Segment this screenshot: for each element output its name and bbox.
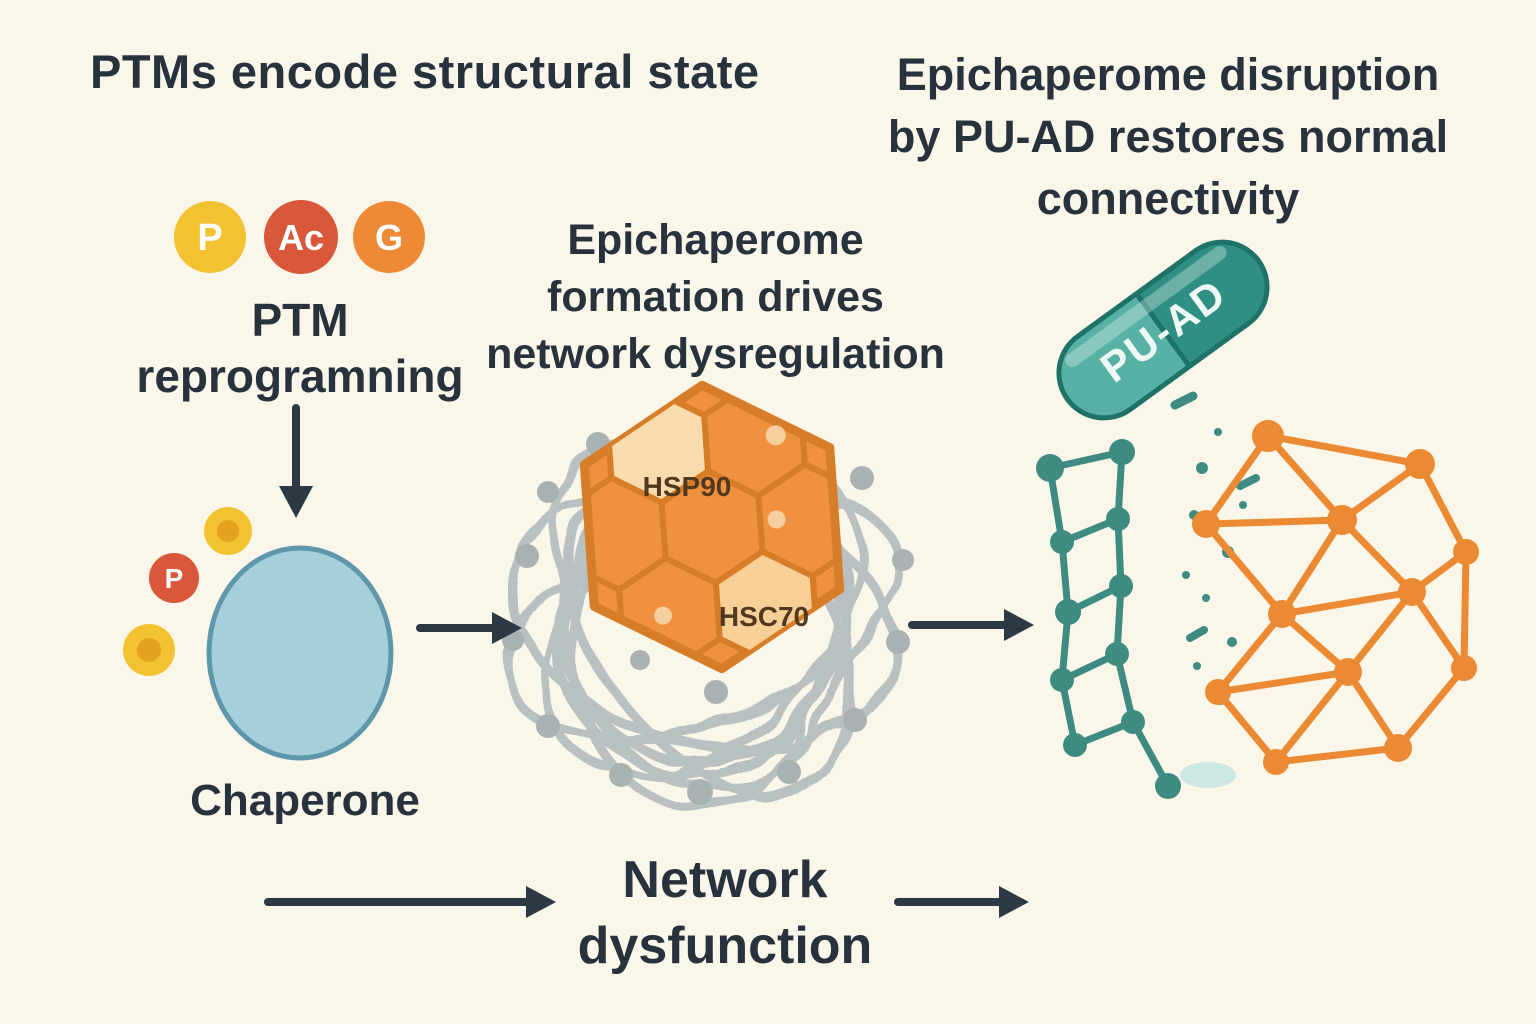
node [1050, 530, 1074, 554]
node [892, 549, 914, 571]
node [1121, 710, 1145, 734]
network-dysfunction-line2: dysfunction [577, 916, 873, 975]
hexagon-dot [654, 606, 673, 625]
phospho-badge-label: P [197, 217, 222, 259]
node [687, 779, 713, 805]
ptm-badges: P Ac G [174, 200, 425, 274]
node [1155, 773, 1181, 799]
node [1327, 505, 1357, 535]
node [609, 763, 633, 787]
node [1405, 449, 1435, 479]
debris-dot [1214, 428, 1222, 436]
chaperone-ellipse [206, 545, 394, 761]
node [1192, 510, 1220, 538]
node [1205, 679, 1231, 705]
node [1334, 658, 1362, 686]
node [1036, 454, 1064, 482]
node [1398, 578, 1426, 606]
arrow-chaperone-head [492, 612, 522, 644]
hexagon-dot [765, 425, 786, 446]
debris-dot [1227, 637, 1237, 647]
debris-dash [1236, 474, 1260, 490]
node [1268, 600, 1296, 628]
node [1106, 507, 1130, 531]
ptm-dot-phospho [149, 553, 199, 603]
teal-network [1036, 439, 1181, 799]
arrow-bottom-left-head [526, 886, 556, 918]
debris-dot [1202, 594, 1210, 602]
node [843, 708, 867, 732]
node [777, 760, 801, 784]
epichaperome-caption: Epichaperome formation drives network dy… [478, 212, 953, 384]
honeycomb-cell [809, 541, 845, 660]
node [1453, 539, 1479, 565]
pu-ad-pill: PU-AD [1056, 239, 1270, 421]
heading-left: PTMs encode structural state [90, 45, 760, 98]
arrow-down-head [279, 486, 313, 518]
debris-dash [1186, 626, 1208, 642]
node [886, 630, 910, 654]
honeycomb-cell [579, 561, 627, 678]
node [1252, 420, 1284, 452]
heading-right-line2: by PU-AD restores normal [887, 111, 1449, 163]
hexagon-dot [767, 510, 786, 529]
flow-arrows [264, 404, 1034, 918]
pill-seam [1134, 292, 1192, 368]
heading-right: Epichaperome disruption by PU-AD restore… [862, 44, 1474, 230]
epichaperome-caption-line2: formation drives [547, 273, 884, 322]
arrow-bottom-right-head [999, 886, 1029, 918]
chaperone-label: Chaperone [190, 776, 420, 825]
teal-network-nodes [1036, 439, 1181, 799]
debris-dot [1193, 662, 1201, 670]
teal-network-edges [1046, 448, 1172, 790]
debris-dot [1239, 501, 1247, 509]
ptm-dot-yellow-core [217, 520, 239, 542]
node [1451, 655, 1477, 681]
node [537, 481, 559, 503]
node [1055, 599, 1081, 625]
node [1050, 668, 1074, 692]
node [1109, 574, 1133, 598]
epichaperome-caption-line3: network dysregulation [486, 330, 945, 379]
node [1384, 734, 1412, 762]
orange-network-nodes [1192, 420, 1479, 775]
orange-network [1192, 420, 1479, 775]
glyco-badge-label: G [375, 217, 403, 258]
heading-right-line3: connectivity [1036, 173, 1300, 225]
node [630, 650, 650, 670]
orange-network-edges [1202, 432, 1470, 766]
debris-dash [1170, 391, 1198, 410]
epichaperome-caption-line1: Epichaperome [567, 216, 864, 264]
node [1263, 749, 1289, 775]
node [1105, 642, 1129, 666]
hexagon-body [579, 380, 845, 674]
arrow-mid-right-head [1004, 609, 1034, 641]
ptm-caption: PTM reprogramning [110, 292, 490, 404]
ptm-caption-line1: PTM [251, 294, 349, 346]
node [1063, 733, 1087, 757]
acetyl-badge [264, 200, 338, 274]
glyco-badge [353, 201, 425, 273]
acetyl-badge-label: Ac [278, 217, 324, 258]
debris-dot [1182, 571, 1190, 579]
hsp90-label: HSP90 [643, 471, 732, 502]
phospho-badge [174, 201, 246, 273]
pill-highlight [1065, 246, 1227, 368]
disruption-debris [1170, 391, 1260, 788]
ptm-dot-yellow2-core [137, 638, 161, 662]
debris-smudge [1180, 762, 1236, 788]
node [704, 680, 728, 704]
ptm-dot-phospho-label: P [165, 563, 184, 594]
network-dysfunction-label: Network dysfunction [530, 848, 920, 979]
heading-right-line1: Epichaperome disruption [896, 49, 1440, 100]
node [850, 466, 874, 490]
chaperone-group: P [123, 507, 394, 761]
node [1109, 439, 1135, 465]
ptm-caption-line2: reprogramning [136, 350, 464, 403]
node [536, 714, 560, 738]
hsc70-label: HSC70 [719, 601, 809, 632]
node [515, 544, 539, 568]
network-dysfunction-line1: Network [622, 851, 828, 909]
debris-dot [1196, 462, 1208, 474]
